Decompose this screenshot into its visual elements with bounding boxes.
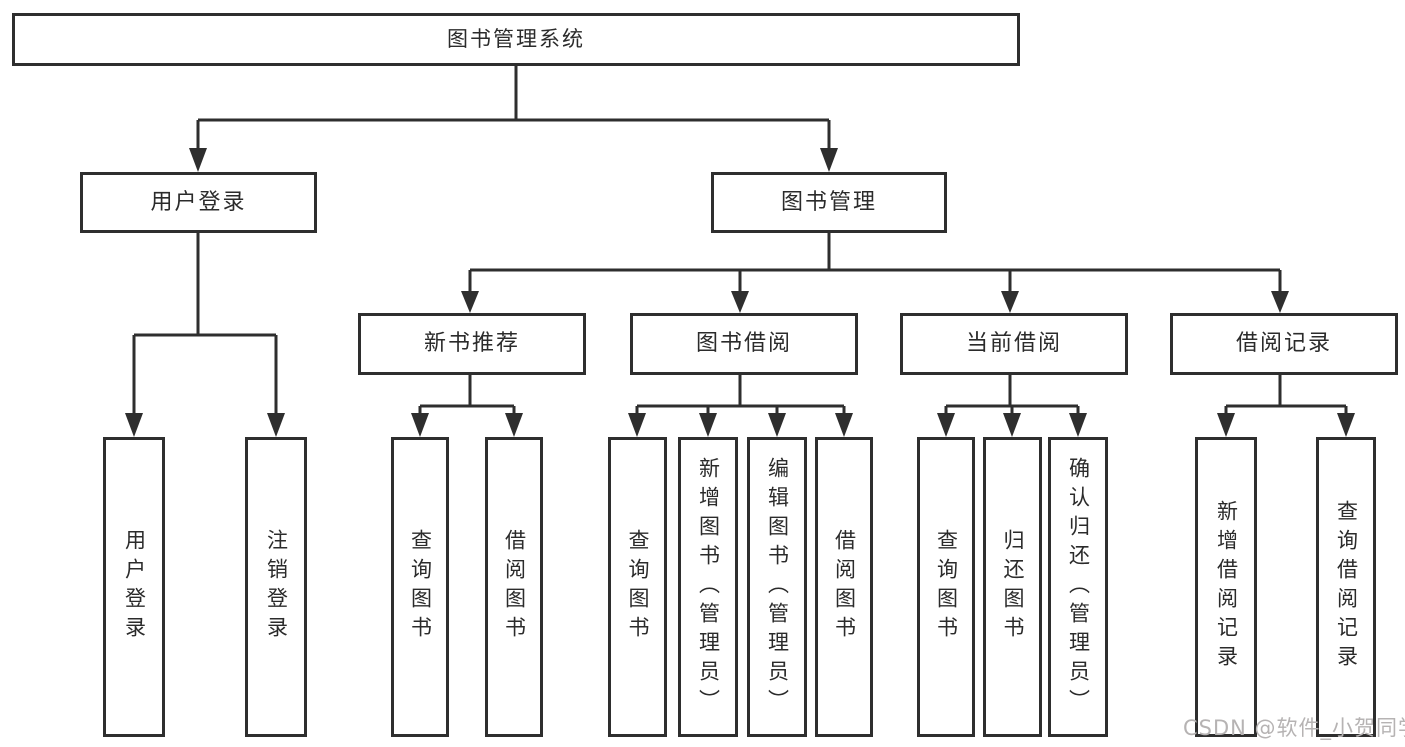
leaf-label: 借阅图书 (832, 529, 857, 645)
csdn-watermark: CSDN @软件_小贺同学 (1183, 716, 1405, 740)
leaf-query-books-recommend: 查询图书 (391, 437, 449, 737)
node-label: 用户登录 (150, 189, 247, 215)
leaf-label: 查询借阅记录 (1334, 500, 1359, 674)
leaf-label: 注销登录 (264, 529, 289, 645)
node-label: 借阅记录 (1235, 331, 1332, 356)
leaf-query-borrow-record: 查询借阅记录 (1316, 437, 1376, 737)
leaf-label: 查询图书 (408, 529, 433, 645)
leaf-query-books-current: 查询图书 (917, 437, 975, 737)
leaf-return-books: 归还图书 (983, 437, 1042, 737)
leaf-edit-book-admin: 编辑图书（管理员） (747, 437, 807, 737)
leaf-label: 借阅图书 (502, 529, 527, 645)
node-book-borrow: 图书借阅 (630, 313, 858, 375)
node-user-login: 用户登录 (80, 172, 317, 233)
leaf-borrow-books-recommend: 借阅图书 (485, 437, 543, 737)
leaf-label: 编辑图书（管理员） (765, 456, 790, 718)
leaf-user-login: 用户登录 (103, 437, 165, 737)
leaf-label: 确认归还（管理员） (1066, 456, 1091, 718)
leaf-borrow-books: 借阅图书 (815, 437, 873, 737)
node-new-book-recommend: 新书推荐 (358, 313, 586, 375)
leaf-confirm-return-admin: 确认归还（管理员） (1048, 437, 1108, 737)
leaf-logout-login: 注销登录 (245, 437, 307, 737)
node-label: 图书管理 (780, 189, 877, 215)
leaf-label: 用户登录 (122, 529, 147, 645)
leaf-label: 查询图书 (934, 529, 959, 645)
leaf-label: 查询图书 (626, 529, 650, 645)
leaf-add-book-admin: 新增图书（管理员） (678, 437, 738, 737)
leaf-label: 新增借阅记录 (1214, 500, 1239, 674)
leaf-label: 归还图书 (1001, 529, 1025, 645)
node-label: 图书借阅 (695, 331, 792, 356)
node-book-management: 图书管理 (711, 172, 947, 233)
node-borrow-records: 借阅记录 (1170, 313, 1398, 375)
node-label: 图书管理系统 (447, 27, 585, 51)
leaf-add-borrow-record: 新增借阅记录 (1195, 437, 1257, 737)
node-label: 当前借阅 (965, 331, 1062, 356)
node-label: 新书推荐 (423, 331, 520, 356)
node-library-management-system: 图书管理系统 (12, 13, 1020, 66)
node-current-borrow: 当前借阅 (900, 313, 1128, 375)
leaf-label: 新增图书（管理员） (696, 456, 721, 718)
leaf-query-books-borrow: 查询图书 (608, 437, 667, 737)
